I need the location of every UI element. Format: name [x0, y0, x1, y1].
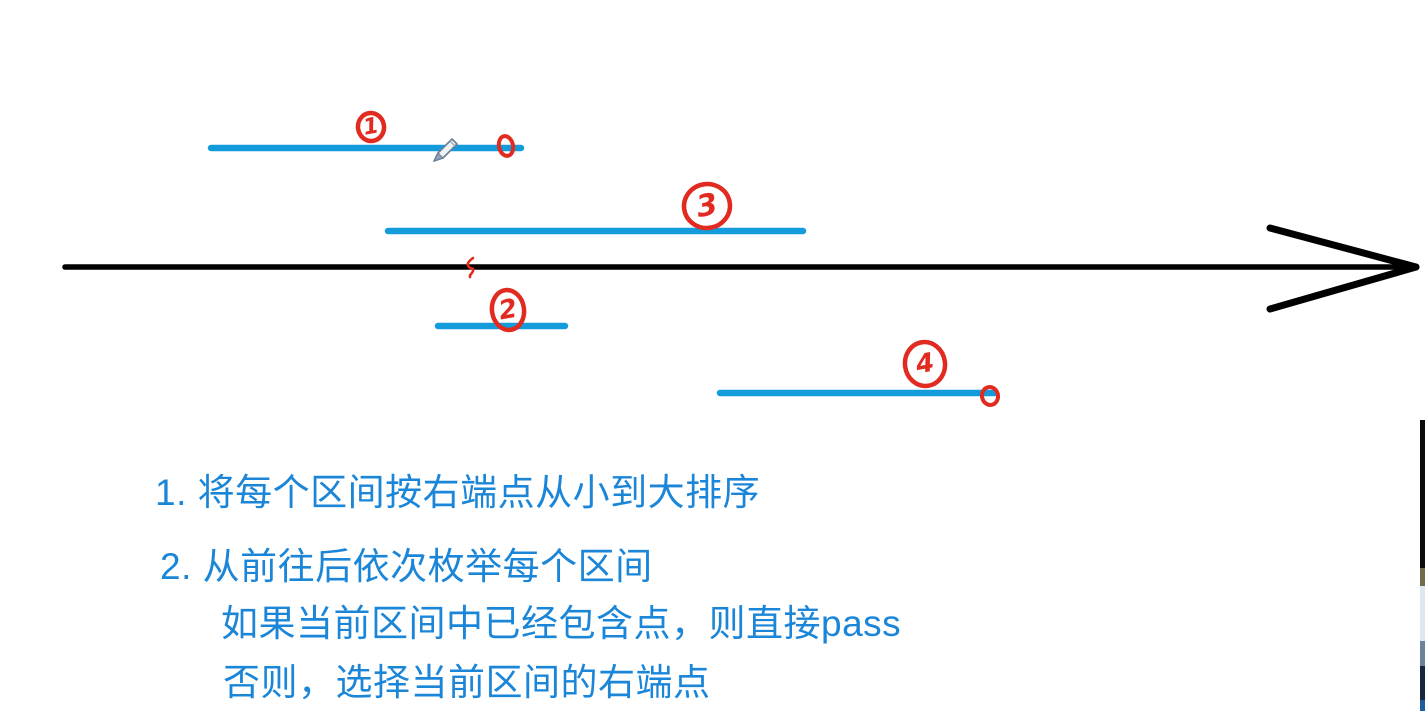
interval-badge-number-1: 1	[361, 113, 380, 140]
endpoint-ring-1	[496, 134, 516, 158]
edge-artifact-segment-2	[1420, 568, 1425, 586]
edge-artifact-segment-6	[1420, 700, 1425, 711]
note-line-sort-rule: 1. 将每个区间按右端点从小到大排序	[155, 472, 761, 513]
edge-artifact-segment-4	[1420, 641, 1425, 666]
interval-badge-circle-3	[681, 181, 733, 231]
edge-artifact-segment-1	[1420, 420, 1425, 568]
edge-artifact-segment-3	[1420, 586, 1425, 641]
interval-badge-circle-4	[902, 339, 948, 389]
note-line-pick-right-endpoint: 否则，选择当前区间的右端点	[223, 662, 711, 703]
interval-badge-number-4: 4	[913, 348, 937, 381]
axis-arrowhead-lower	[1266, 263, 1420, 313]
edge-artifact-segment-5	[1420, 666, 1425, 700]
note-line-pass-rule: 如果当前区间中已经包含点，则直接pass	[221, 603, 902, 644]
axis-arrowhead-upper	[1266, 224, 1420, 271]
interval-badge-circle-1	[355, 110, 387, 144]
selected-point-mark	[466, 256, 475, 279]
screen-edge-artifact	[1420, 420, 1425, 711]
interval-badge-number-3: 3	[694, 187, 721, 225]
endpoint-ring-4	[979, 385, 1001, 407]
interval-badge-number-2: 2	[496, 294, 519, 327]
note-line-enumerate-rule: 2. 从前往后依次枚举每个区间	[160, 546, 653, 587]
interval-badge-circle-2	[489, 287, 527, 333]
pen-cursor-icon	[433, 138, 458, 162]
